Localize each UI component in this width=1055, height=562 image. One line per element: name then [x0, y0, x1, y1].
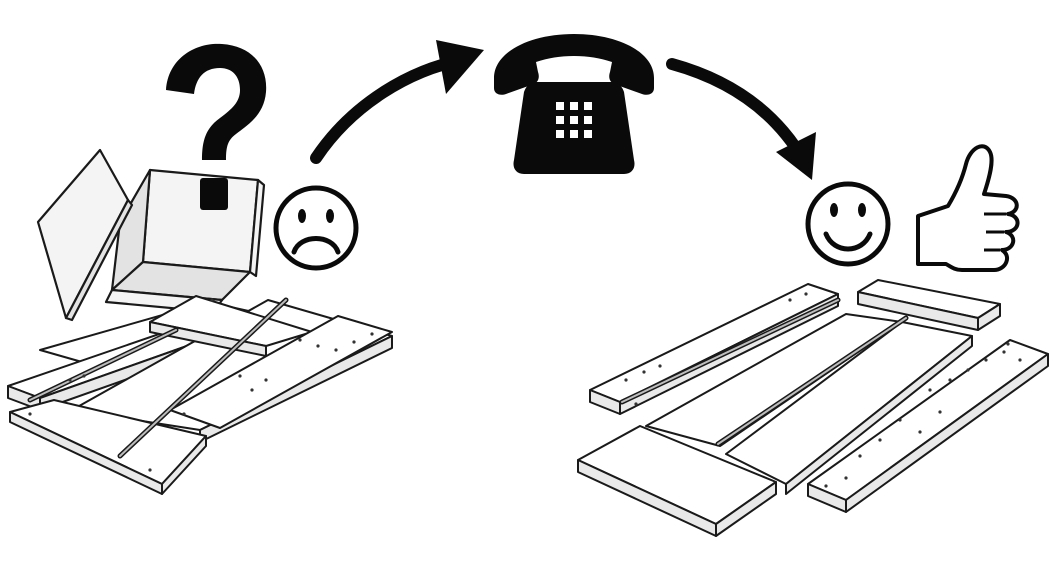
- arrow-icon: [666, 58, 816, 180]
- open-box: [36, 148, 266, 322]
- sad-face-icon: [273, 185, 359, 271]
- thumbs-up-icon: [916, 144, 1020, 272]
- messy-parts-scene: [7, 43, 393, 495]
- organized-parts-scene: [577, 279, 1049, 537]
- arrow-icon: [310, 40, 484, 164]
- panel-holes: [624, 292, 1022, 488]
- happy-face-icon: [805, 181, 891, 267]
- panel-holes: [28, 298, 374, 472]
- loose-panels: [7, 295, 393, 495]
- question-mark-icon: [166, 43, 267, 210]
- telephone-icon: [494, 34, 654, 174]
